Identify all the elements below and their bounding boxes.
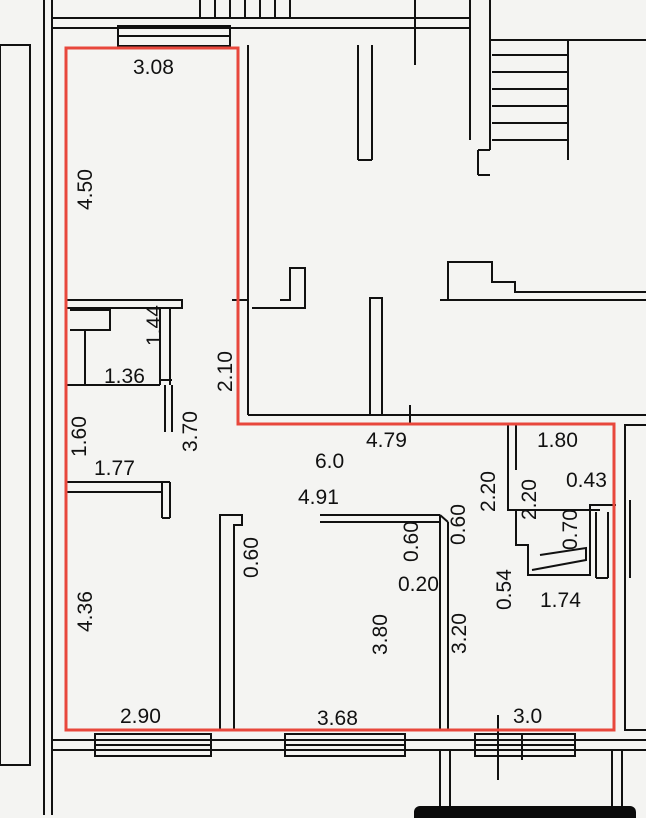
bottom-edge-bar [414, 806, 636, 818]
dim-0-43: 0.43 [566, 469, 607, 492]
dim-1-74: 1.74 [540, 589, 581, 612]
dim-3-68: 3.68 [317, 707, 358, 730]
dim-1-36: 1.36 [104, 365, 145, 388]
window-bottom-2 [284, 733, 406, 757]
dim-3-70: 3.70 [179, 411, 202, 452]
dim-1-77: 1.77 [94, 457, 135, 480]
dim-1-44: 1.44 [143, 305, 166, 346]
dim-2-20-right: 2.20 [518, 479, 541, 520]
dim-0-54: 0.54 [493, 569, 516, 610]
dim-4-50: 4.50 [74, 169, 97, 210]
top-stair-grille [199, 0, 291, 18]
window-bottom-1 [94, 733, 212, 757]
dim-4-79: 4.79 [366, 429, 407, 452]
stair-treads [492, 40, 569, 160]
dim-2-90: 2.90 [120, 705, 161, 728]
dim-3-08: 3.08 [133, 56, 174, 79]
dim-2-10: 2.10 [214, 351, 237, 392]
dim-0-60-b: 0.60 [400, 521, 423, 562]
dim-0-70: 0.70 [559, 509, 582, 550]
dim-2-20-left: 2.20 [477, 471, 500, 512]
dim-0-20: 0.20 [398, 573, 439, 596]
dim-1-60: 1.60 [68, 416, 91, 457]
dim-4-36: 4.36 [74, 591, 97, 632]
dim-0-60-c: 0.60 [447, 504, 470, 545]
premises-outline [64, 46, 616, 732]
window-top [117, 25, 231, 47]
dim-4-91: 4.91 [298, 486, 339, 509]
dim-3-80: 3.80 [369, 614, 392, 655]
dim-1-80: 1.80 [537, 429, 578, 452]
dim-3-20: 3.20 [448, 613, 471, 654]
dim-0-60-a: 0.60 [240, 537, 263, 578]
dim-6-0: 6.0 [315, 450, 345, 473]
window-bottom-3 [474, 715, 576, 780]
dim-3-0: 3.0 [513, 705, 543, 728]
